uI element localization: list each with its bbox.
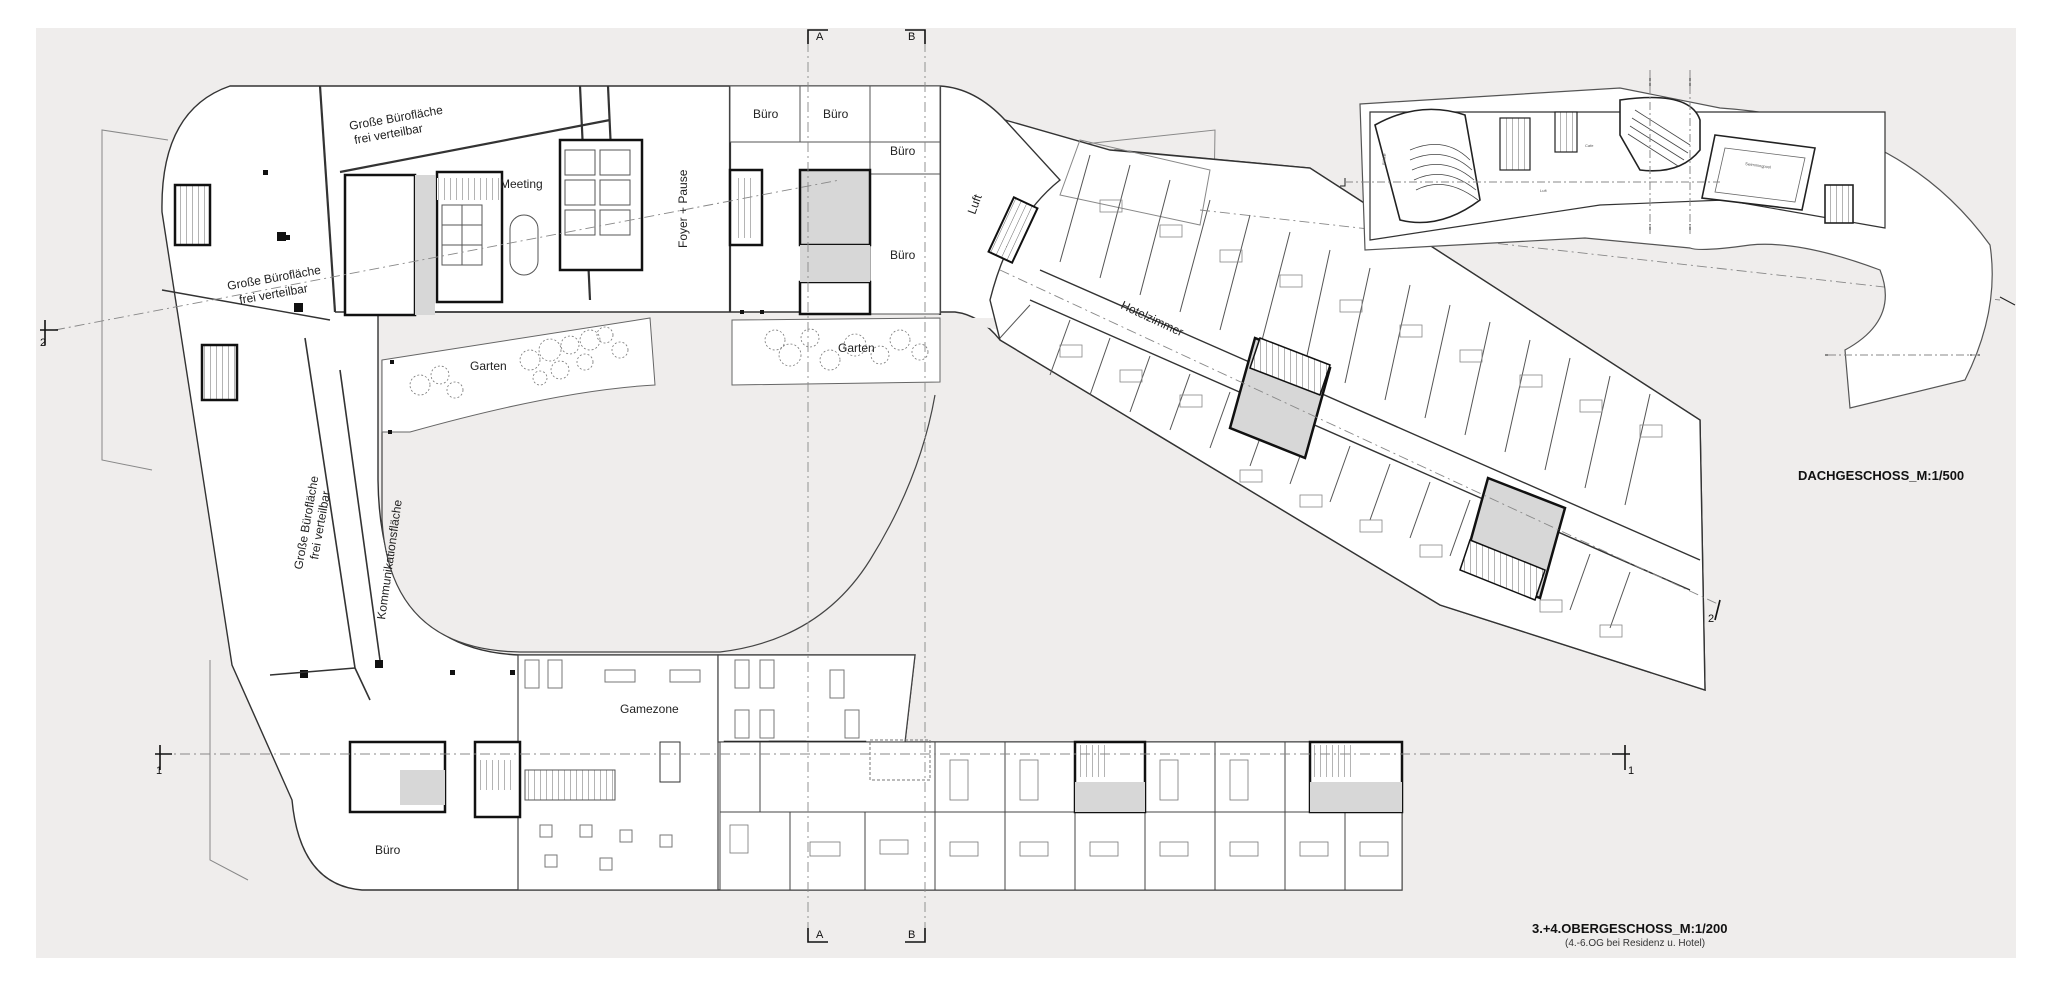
courtyard-edge bbox=[381, 360, 936, 653]
label-gamezone: Gamezone bbox=[620, 702, 679, 716]
plan-title: 3.+4.OBERGESCHOSS_M:1/200 bbox=[1532, 921, 1727, 936]
label-buero-south: Büro bbox=[375, 843, 401, 857]
section-marker-labels: A B A B 1 1 2 2 bbox=[40, 31, 1714, 941]
office-rooms-top bbox=[729, 85, 941, 315]
garden-trees bbox=[409, 326, 929, 399]
label-buero-2: Büro bbox=[823, 107, 849, 121]
section-lines bbox=[54, 42, 2001, 940]
section-1-right-label: 1 bbox=[1628, 765, 1634, 777]
garden-bed-east bbox=[731, 317, 941, 386]
meeting-table bbox=[441, 149, 631, 276]
section-1-left-label: 1 bbox=[156, 765, 162, 777]
roof-label-pool: Swimmingpool bbox=[1745, 161, 1772, 170]
label-buero-4: Büro bbox=[890, 248, 916, 262]
roof-label-cafe: Cafe bbox=[1585, 143, 1594, 148]
section-b-top-label: B bbox=[908, 31, 915, 43]
roof-label-luft: Luft bbox=[1540, 188, 1548, 193]
label-luft: Luft bbox=[965, 192, 985, 216]
section-markers bbox=[40, 29, 1721, 943]
plan-subtitle: (4.-6.OG bei Residenz u. Hotel) bbox=[1565, 938, 1705, 949]
label-buero-1: Büro bbox=[753, 107, 779, 121]
label-foyer-pause: Foyer + Pause bbox=[676, 169, 690, 248]
hotel-wing bbox=[987, 118, 1706, 691]
label-garten-west: Garten bbox=[470, 359, 507, 373]
south-residential-units bbox=[719, 741, 1403, 891]
section-2-left-label: 2 bbox=[40, 337, 46, 349]
section-2-right-label: 2 bbox=[1708, 613, 1714, 625]
core-blocks bbox=[173, 138, 872, 402]
roof-plan: Bühne Cafe Luft Swimmingpool bbox=[1340, 70, 2016, 409]
label-garten-east: Garten bbox=[838, 341, 875, 355]
west-wing-walls bbox=[269, 337, 381, 701]
garden-bed-west bbox=[381, 317, 656, 433]
roof-title: DACHGESCHOSS_M:1/500 bbox=[1798, 468, 1964, 483]
gamezone-furniture bbox=[524, 659, 860, 871]
roof-label-buehne: Bühne bbox=[1381, 152, 1387, 165]
section-a-top-label: A bbox=[816, 31, 824, 43]
label-buero-3: Büro bbox=[890, 144, 916, 158]
south-residential-furniture bbox=[729, 759, 1389, 857]
section-b-bottom-label: B bbox=[908, 929, 915, 941]
section-a-bottom-label: A bbox=[816, 929, 824, 941]
label-meeting: Meeting bbox=[500, 177, 543, 191]
